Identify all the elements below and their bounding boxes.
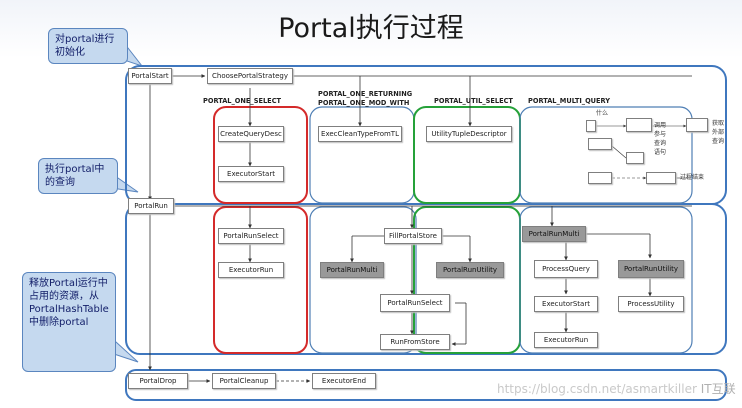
one-returning-frame-upper (309, 106, 415, 204)
node-exec-cleanup-type: ExecCleanTypeFromTL (318, 126, 402, 142)
node-portal-cleanup: PortalCleanup (212, 373, 276, 389)
node-mq-g (646, 172, 676, 184)
node-run-from-store: RunFromStore (380, 334, 450, 350)
node-utility-tuple-descriptor: UtilityTupleDescriptor (426, 126, 512, 142)
strategy-label-one-returning: PORTAL_ONE_RETURNING (318, 90, 413, 98)
node-executor-run: ExecutorRun (218, 262, 284, 278)
node-mq-f (588, 172, 612, 184)
mq-frag-1: 什么 (596, 110, 609, 117)
callout-init: 对portal进行初始化 (48, 28, 128, 64)
watermark: https://blog.csdn.net/asmartkiller IT互联 (497, 380, 736, 397)
node-portal-run-multi: PortalRunMulti (522, 226, 586, 242)
one-returning-frame-lower (309, 206, 417, 354)
mq-frag-3: 参与 (654, 131, 667, 138)
node-portal-run-select: PortalRunSelect (218, 228, 284, 244)
callout-query: 执行portal中的查询 (38, 158, 118, 194)
mq-frag-7: 外部 (712, 129, 725, 136)
node-mq-b (626, 118, 652, 132)
callout-release: 释放Portal运行中占用的资源，从PortalHashTable中删除port… (22, 272, 116, 372)
drop-phase-frame (125, 369, 727, 401)
one-select-frame-upper (213, 106, 308, 204)
node-create-query-desc: CreateQueryDesc (218, 126, 284, 142)
node-executor-run-multi: ExecutorRun (534, 332, 598, 348)
node-executor-start: ExecutorStart (218, 166, 284, 182)
node-mq-a (586, 120, 596, 132)
node-process-utility: ProcessUtility (618, 296, 684, 312)
mq-frag-6: 获取 (712, 120, 725, 127)
node-choose-portal-strategy: ChoosePortalStrategy (207, 68, 293, 84)
strategy-label-multi-query: PORTAL_MULTI_QUERY (528, 97, 611, 105)
watermark-logo: IT互联 (700, 382, 736, 396)
mq-frag-2: 调用 (654, 122, 667, 129)
node-portal-start: PortalStart (128, 68, 172, 84)
strategy-label-one-select: PORTAL_ONE_SELECT (203, 97, 282, 105)
strategy-label-util-select: PORTAL_UTIL_SELECT (434, 97, 513, 105)
mq-frag-9: 过程结束 (680, 174, 705, 181)
run-phase-frame (125, 203, 727, 355)
watermark-url: https://blog.csdn.net/asmartkiller (497, 382, 697, 396)
mq-frag-5: 语句 (654, 149, 667, 156)
node-mq-c (686, 118, 708, 132)
node-mq-e (626, 152, 644, 164)
diagram-title: Portal执行过程 (278, 13, 464, 44)
one-select-frame-lower (213, 206, 308, 354)
mq-frag-8: 查询 (712, 138, 725, 145)
node-process-query: ProcessQuery (534, 260, 598, 278)
node-portal-drop: PortalDrop (128, 373, 188, 389)
node-fill-portal-store: FillPortalStore (384, 228, 442, 244)
multi-query-frame-lower (519, 206, 693, 354)
strategy-label-one-mod-with: PORTAL_ONE_MOD_WITH (318, 99, 410, 107)
node-portal-run-utility-mid: PortalRunUtility (436, 262, 504, 278)
node-mq-d (588, 138, 612, 150)
multi-query-frame-upper (519, 106, 693, 204)
node-portal-run-utility: PortalRunUtility (618, 260, 684, 278)
mq-frag-4: 查询 (654, 140, 667, 147)
node-executor-start-multi: ExecutorStart (534, 296, 598, 312)
node-portal-run-multi-mid: PortalRunMulti (320, 262, 384, 278)
node-portal-run-select-mid: PortalRunSelect (380, 294, 450, 312)
util-select-frame-upper (413, 106, 521, 204)
node-executor-end: ExecutorEnd (312, 373, 376, 389)
node-portal-run: PortalRun (128, 198, 174, 214)
